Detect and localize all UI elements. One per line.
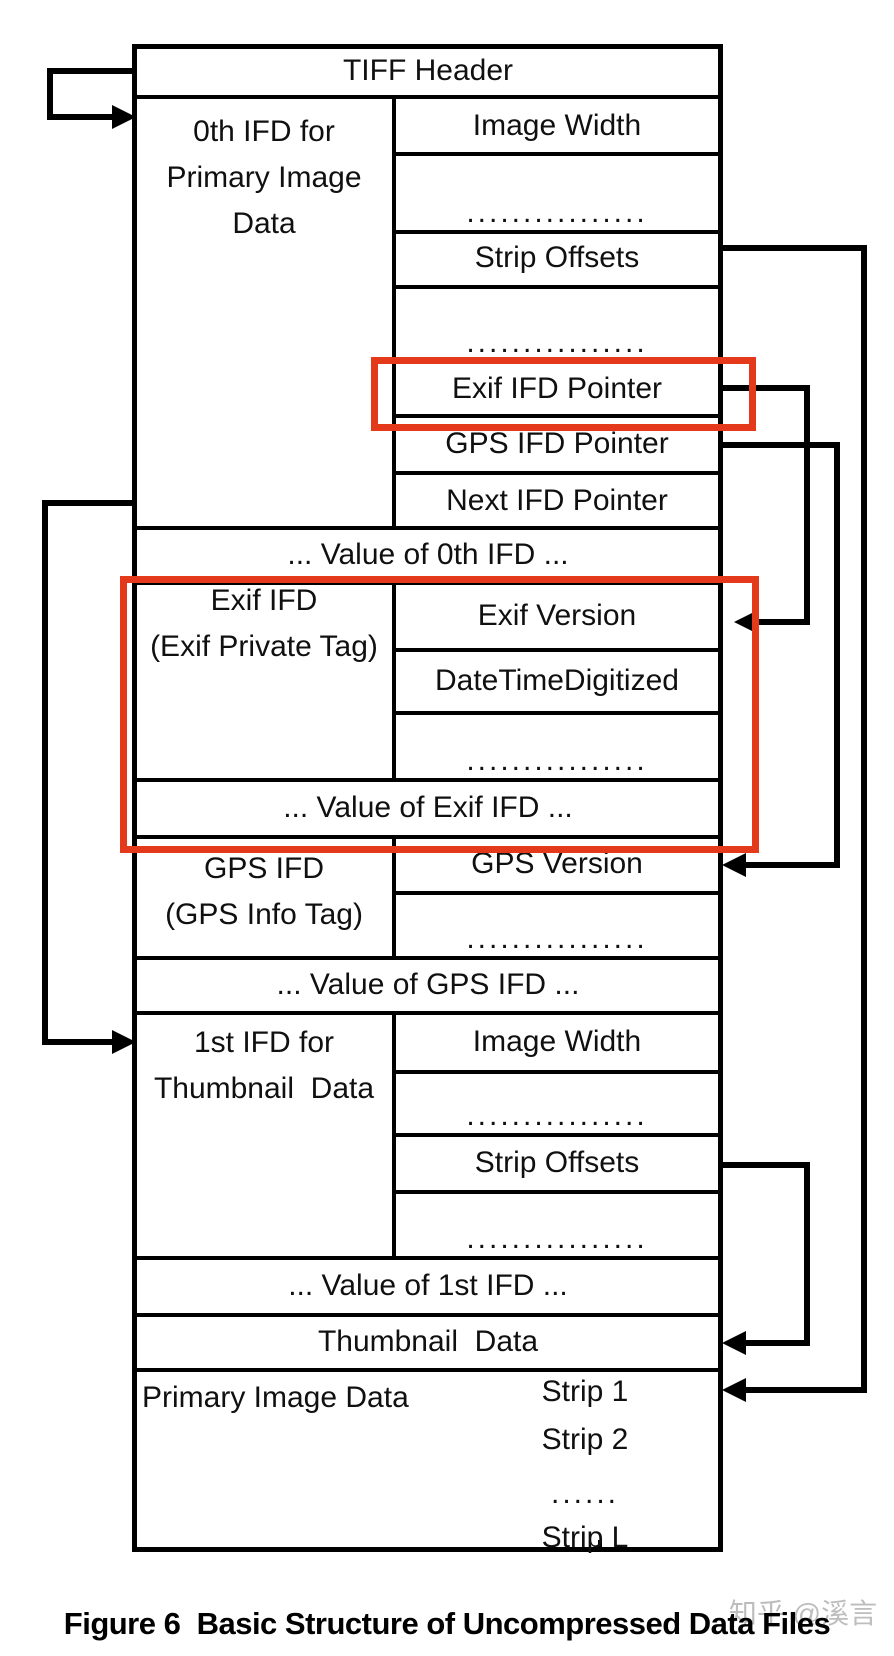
grid-line xyxy=(394,711,720,715)
connector-strip-offsets1-to-thumbnail xyxy=(719,1162,810,1346)
grid-line xyxy=(394,1070,720,1074)
grid-line xyxy=(134,835,720,839)
strip-column-tick xyxy=(598,1540,602,1551)
cell-gps-ifd-pointer: GPS IFD Pointer xyxy=(445,427,669,461)
cell-strip-1: Strip 1 xyxy=(541,1374,629,1408)
cell-dots: ................ xyxy=(466,921,648,955)
label-line: GPS IFD xyxy=(203,852,324,885)
cell-value-of-gps-ifd: ... Value of GPS IFD ... xyxy=(276,968,580,1002)
cell-dots: ................ xyxy=(466,325,648,359)
grid-line xyxy=(134,956,720,960)
grid-line xyxy=(134,1313,720,1317)
grid-line xyxy=(394,471,720,475)
label-0th-ifd: 0th IFD for Primary Image Data xyxy=(136,108,392,248)
cell-value-of-exif-ifd: ... Value of Exif IFD ... xyxy=(283,791,573,825)
connector-next-ifd-to-1st-ifd xyxy=(42,500,134,1045)
label-line: 1st IFD for xyxy=(193,1026,335,1059)
cell-strip-offsets-1: Strip Offsets xyxy=(474,1146,640,1180)
grid-line xyxy=(394,152,720,156)
connector-strip-offsets-to-strip1 xyxy=(719,245,867,1393)
connector-tiff-to-0th-ifd xyxy=(47,68,134,120)
connector-line xyxy=(719,1162,810,1346)
cell-thumbnail-data: Thumbnail Data xyxy=(317,1325,539,1359)
connector-line xyxy=(47,68,134,120)
outer-box-bottom-edge xyxy=(132,1547,723,1552)
watermark: 知乎 @溪言 xyxy=(728,1598,878,1629)
arrowhead-left xyxy=(722,1378,746,1402)
grid-line xyxy=(134,95,720,99)
connector-line xyxy=(42,500,134,1045)
label-line: (Exif Private Tag) xyxy=(150,630,378,663)
grid-line xyxy=(394,1190,720,1194)
label-line: (GPS Info Tag) xyxy=(165,898,363,931)
cell-strip-2: Strip 2 xyxy=(541,1422,629,1456)
cell-image-width-1: Image Width xyxy=(472,1025,642,1059)
cell-strip-dots: ...... xyxy=(550,1476,619,1510)
grid-line xyxy=(394,414,720,418)
label-line: Primary Image xyxy=(166,161,362,194)
grid-line xyxy=(134,1011,720,1015)
outer-box-top-edge xyxy=(132,44,723,49)
figure-caption: Figure 6 Basic Structure of Uncompressed… xyxy=(63,1606,831,1641)
grid-line xyxy=(134,778,720,782)
connector-line xyxy=(719,442,840,868)
connector-gps-pointer-to-gps-ifd xyxy=(719,442,840,868)
column-divider xyxy=(392,583,396,780)
cell-strip-offsets-0: Strip Offsets xyxy=(474,241,640,275)
cell-dots: ................ xyxy=(466,1098,648,1132)
grid-line xyxy=(394,1133,720,1137)
arrowhead-left xyxy=(722,853,746,877)
label-line: Data xyxy=(232,207,296,240)
outer-box-right-edge xyxy=(718,44,723,1551)
highlight-box-exif-ifd-section xyxy=(120,576,759,853)
arrowhead-right xyxy=(112,1030,136,1054)
grid-line xyxy=(394,648,720,652)
cell-exif-version: Exif Version xyxy=(477,599,637,633)
grid-line xyxy=(134,526,720,530)
cell-strip-L: Strip L xyxy=(541,1520,629,1554)
grid-line xyxy=(134,581,720,585)
column-divider xyxy=(392,837,396,958)
highlight-box-exif-ifd-pointer xyxy=(371,357,756,431)
grid-line xyxy=(394,230,720,234)
label-exif-ifd: Exif IFD (Exif Private Tag) xyxy=(136,577,392,671)
cell-dots: ................ xyxy=(466,1221,648,1255)
arrowhead-right xyxy=(112,105,136,129)
label-primary-image-data: Primary Image Data xyxy=(142,1380,409,1414)
label-line: Exif IFD xyxy=(210,584,318,617)
arrowhead-left xyxy=(722,1331,746,1355)
outer-box-left-edge xyxy=(132,44,137,1551)
connector-line xyxy=(719,245,867,1393)
column-divider xyxy=(392,97,396,528)
grid-line xyxy=(134,1256,720,1260)
grid-line xyxy=(134,1368,720,1372)
cell-exif-ifd-pointer: Exif IFD Pointer xyxy=(451,371,663,405)
cell-tiff-header: TIFF Header xyxy=(342,53,514,87)
label-line: 0th IFD for xyxy=(193,115,335,148)
cell-value-of-1st-ifd: ... Value of 1st IFD ... xyxy=(288,1269,568,1303)
cell-next-ifd-pointer: Next IFD Pointer xyxy=(446,484,668,518)
connector-line xyxy=(719,385,810,625)
grid-line xyxy=(394,891,720,895)
cell-datetime-digitized: DateTimeDigitized xyxy=(435,664,679,698)
grid-line xyxy=(394,285,720,289)
connector-exif-pointer-to-exif-ifd xyxy=(719,385,810,625)
cell-dots: ................ xyxy=(466,195,648,229)
label-gps-ifd: GPS IFD (GPS Info Tag) xyxy=(136,845,392,939)
label-line: Thumbnail Data xyxy=(153,1072,375,1105)
cell-value-of-0th-ifd: ... Value of 0th IFD ... xyxy=(287,538,569,572)
cell-image-width-0: Image Width xyxy=(472,109,642,143)
cell-dots: ................ xyxy=(466,743,648,777)
label-1st-ifd: 1st IFD for Thumbnail Data xyxy=(136,1020,392,1112)
